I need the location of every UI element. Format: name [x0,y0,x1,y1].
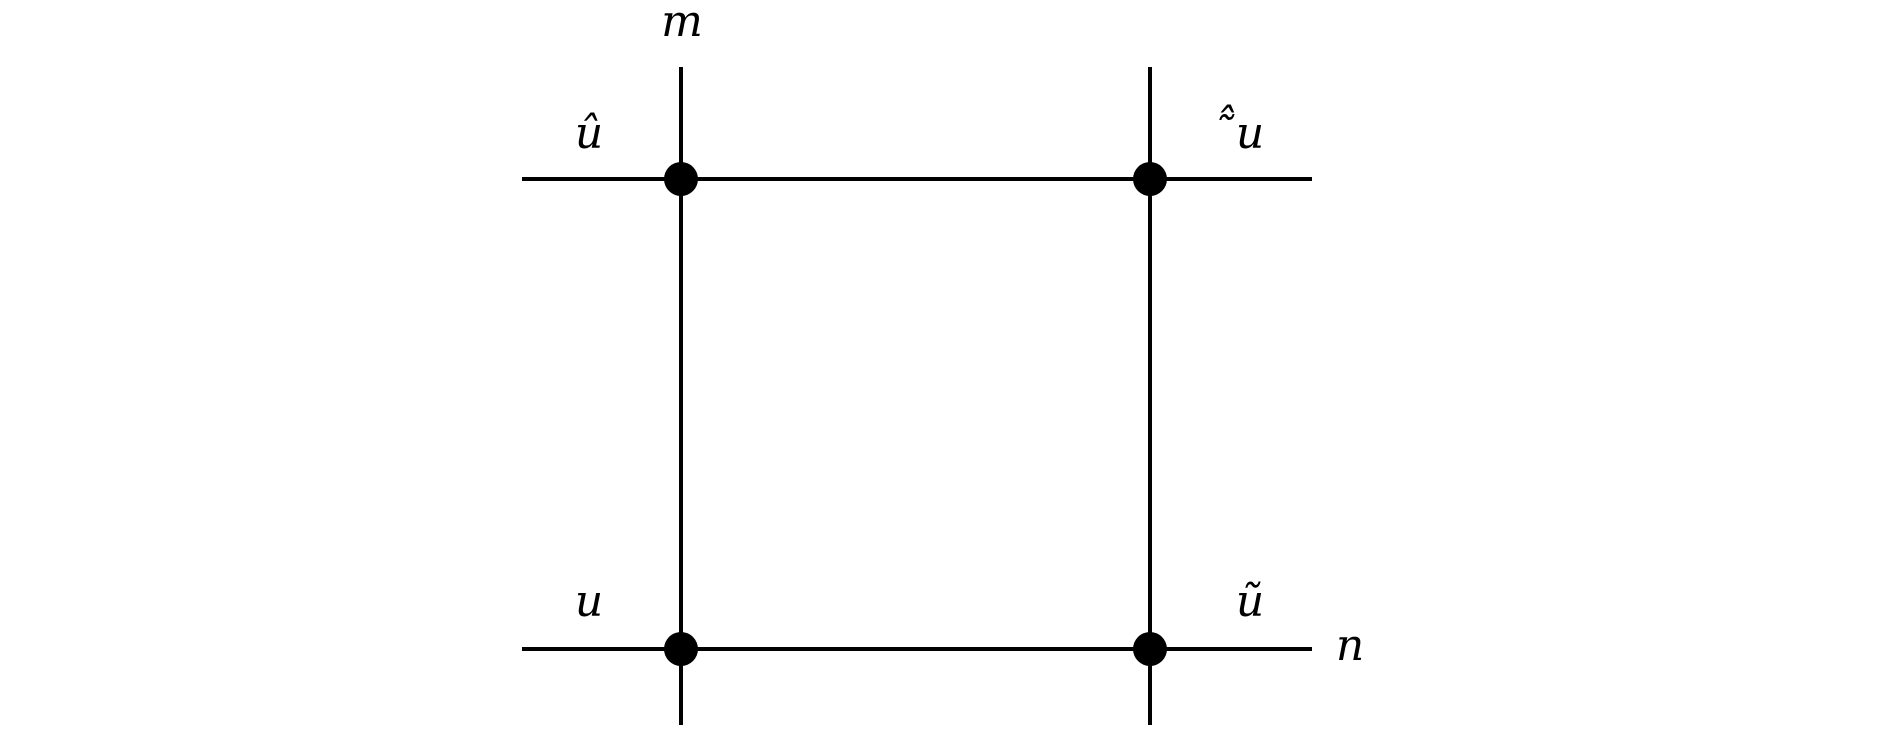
vertex-bottom-right [1133,632,1167,666]
vertex-top-left [664,162,698,196]
vertex-top-right [1133,162,1167,196]
vertex-label-bottom-right: ũ [1236,576,1264,627]
axis-label-n: n [1336,620,1364,671]
vertex-label-bottom-left: u [575,576,603,627]
vertex-label-top-right: ̃̂u [1219,102,1264,159]
axis-label-m: m [661,0,703,47]
vertex-label-top-left: û [575,108,603,159]
vertex-bottom-left [664,632,698,666]
